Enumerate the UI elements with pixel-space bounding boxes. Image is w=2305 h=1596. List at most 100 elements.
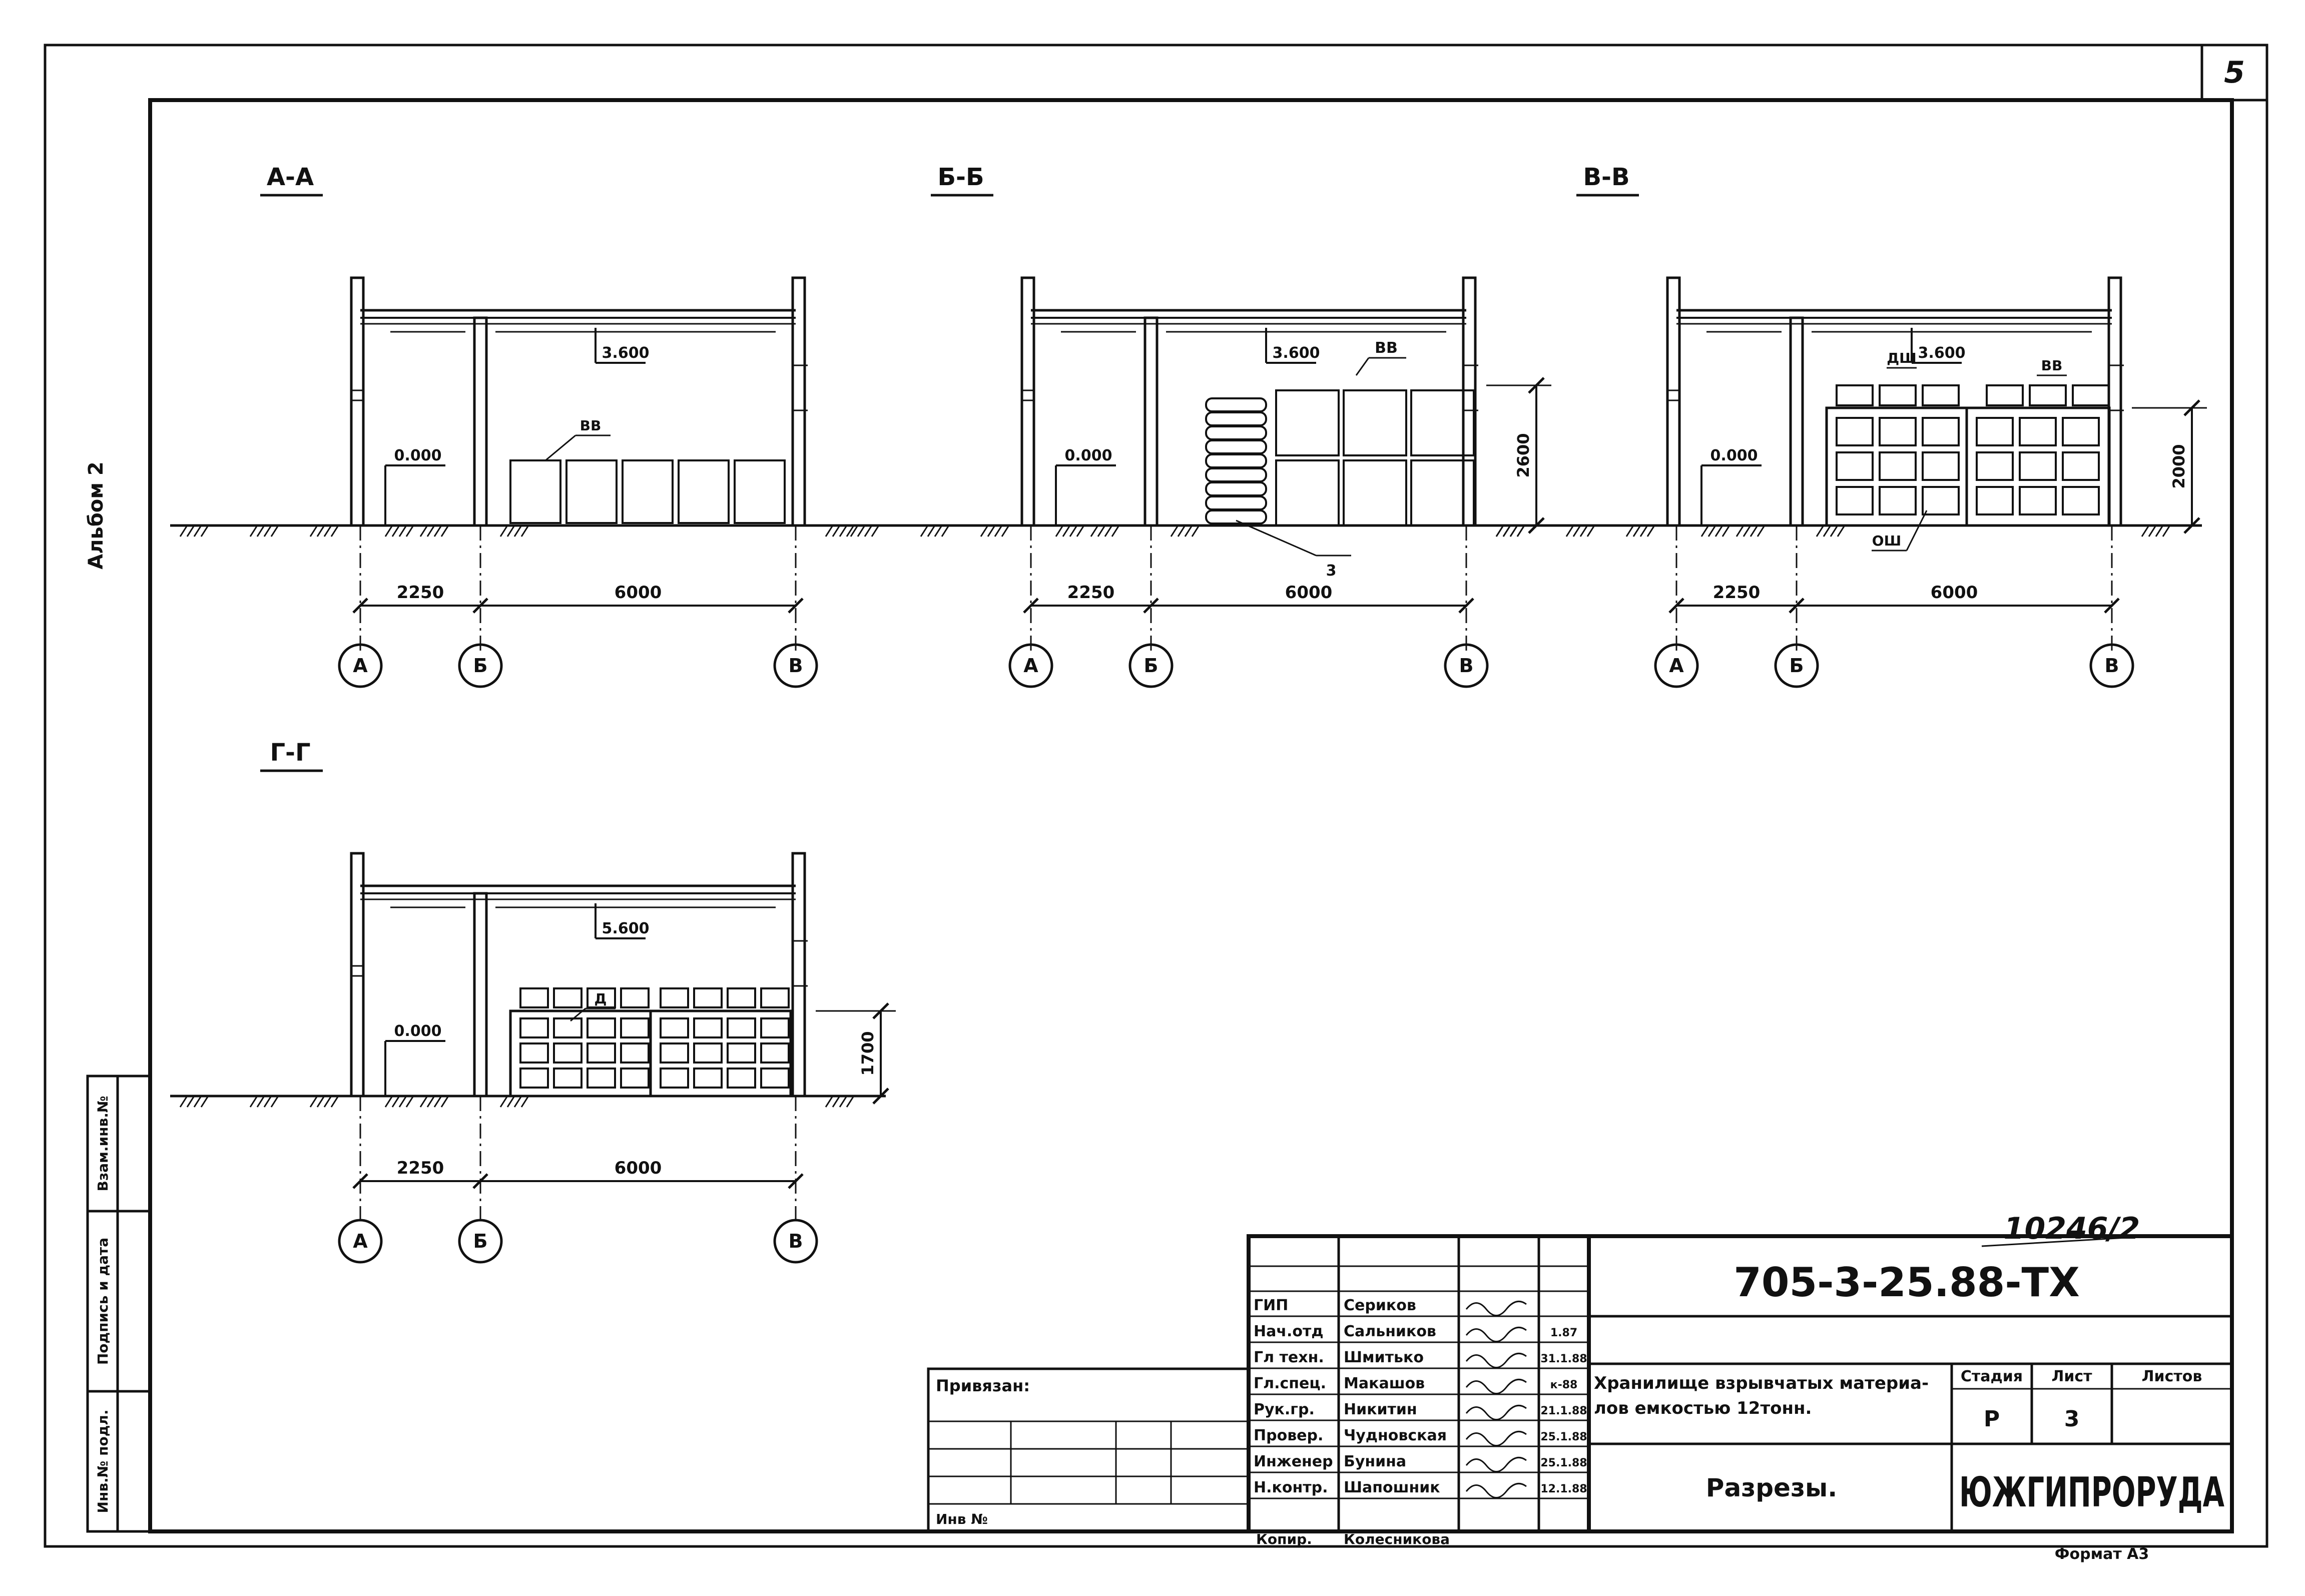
ground-hatch	[520, 1096, 529, 1108]
height-value: 2600	[1514, 433, 1533, 477]
stamp-inv: Инв.№ подл.	[95, 1410, 111, 1513]
level-floor: 0.000	[1710, 447, 1758, 464]
level-top: 3.600	[1273, 344, 1320, 362]
sheets-label: Листов	[2142, 1368, 2202, 1385]
ground-hatch	[316, 525, 325, 537]
tag-leader	[1906, 510, 1928, 551]
dim-tick	[1528, 377, 1545, 394]
ground-hatch	[987, 525, 996, 537]
ground-hatch	[1170, 525, 1179, 537]
shelf-box	[620, 1068, 650, 1089]
ground-hatch	[193, 1096, 202, 1108]
container-box	[1275, 459, 1340, 526]
staff-name: Бунина	[1344, 1453, 1406, 1470]
ground-hatch	[1625, 525, 1634, 537]
shelf-box	[1922, 451, 1960, 481]
shelf-box	[760, 1017, 790, 1038]
container-box	[622, 459, 674, 524]
shelf-box	[1879, 451, 1917, 481]
ground-hatch	[1516, 525, 1525, 537]
ground-hatch	[440, 1096, 449, 1108]
column-b	[1143, 316, 1159, 527]
shelf-box	[760, 1068, 790, 1089]
ground-hatch	[2148, 525, 2157, 537]
ground-hatch	[1586, 525, 1595, 537]
container-box	[565, 459, 618, 524]
shelf-box	[2019, 486, 2057, 515]
shelf-box	[1836, 417, 1874, 446]
shelf-box	[660, 1068, 689, 1089]
shelf-box	[660, 1042, 689, 1063]
ground-hatch	[1069, 525, 1078, 537]
shelf-box	[1922, 417, 1960, 446]
sandbag	[1205, 467, 1267, 482]
ground-hatch	[1565, 525, 1574, 537]
staff-role: Рук.гр.	[1254, 1401, 1315, 1418]
height-value: 2000	[2169, 444, 2188, 488]
staff-role: Инженер	[1254, 1453, 1333, 1470]
ground-hatch	[398, 525, 407, 537]
ground-hatch	[419, 525, 428, 537]
stage-label: Стадия	[1961, 1368, 2023, 1385]
ground-hatch	[1579, 525, 1588, 537]
staff-role: Гл.спец.	[1254, 1375, 1326, 1392]
sheet-title: Разрезы.	[1706, 1473, 1837, 1502]
ground-hatch	[1830, 525, 1839, 537]
axis-label: В	[1459, 655, 1474, 677]
shelf-box	[519, 1017, 549, 1038]
dim-right: 6000	[1931, 583, 1978, 603]
level-floor: 0.000	[394, 447, 442, 464]
axis-bubble	[458, 643, 503, 688]
axis-bubble	[1008, 643, 1053, 688]
staff-date: 31.1.88	[1540, 1353, 1587, 1365]
sandbag	[1205, 425, 1267, 440]
ground-hatch	[179, 1096, 188, 1108]
org-name: ЮЖГИПРОРУДА	[1959, 1469, 2224, 1516]
sandbag	[1205, 453, 1267, 468]
dim-tick	[2183, 517, 2200, 534]
ground-hatch	[1495, 525, 1504, 537]
ground-hatch	[179, 525, 188, 537]
ground-hatch	[857, 525, 866, 537]
column-b	[473, 892, 488, 1098]
ground-hatch	[1191, 525, 1200, 537]
stamp-replace: Взам.инв.№	[95, 1096, 111, 1191]
staff-date: 12.1.88	[1540, 1483, 1587, 1495]
shelf-box	[2062, 451, 2100, 481]
dim-tick	[2183, 399, 2200, 416]
staff-name: Сериков	[1344, 1297, 1416, 1314]
ground-hatch	[309, 1096, 318, 1108]
ground-hatch	[186, 1096, 195, 1108]
signature	[1465, 1482, 1527, 1498]
dim-tick	[872, 1002, 889, 1019]
height-value: 1700	[858, 1031, 877, 1076]
axis-bubble	[1654, 643, 1699, 688]
signature	[1465, 1456, 1527, 1472]
staff-name: Чудновская	[1344, 1427, 1447, 1444]
tag-osh: ОШ	[1872, 533, 1901, 549]
signature	[1465, 1300, 1527, 1316]
shelf-box	[727, 1042, 756, 1063]
sheet-number: 5	[2224, 55, 2245, 90]
shelf-box	[1976, 451, 2014, 481]
column-b	[1789, 316, 1804, 527]
linked-label: Привязан:	[936, 1376, 1030, 1395]
ground-hatch	[825, 1096, 834, 1108]
shelf-box	[587, 1042, 616, 1063]
copied-label: Копир.	[1256, 1531, 1312, 1547]
dim-tick	[872, 1088, 889, 1105]
section-title: Г-Г	[270, 739, 310, 767]
signature	[1465, 1404, 1527, 1420]
tag-d: Д	[595, 990, 607, 1007]
sheet-value: 3	[2064, 1406, 2080, 1432]
top-box	[620, 987, 650, 1008]
axis-bubble	[458, 1219, 503, 1264]
ground-hatch	[850, 525, 859, 537]
ground-hatch	[934, 525, 943, 537]
staff-role: ГИП	[1254, 1297, 1288, 1314]
axis-bubble	[338, 1219, 383, 1264]
axis-bubble	[1128, 643, 1174, 688]
signature	[1465, 1352, 1527, 1368]
shelf-box	[553, 1042, 583, 1063]
